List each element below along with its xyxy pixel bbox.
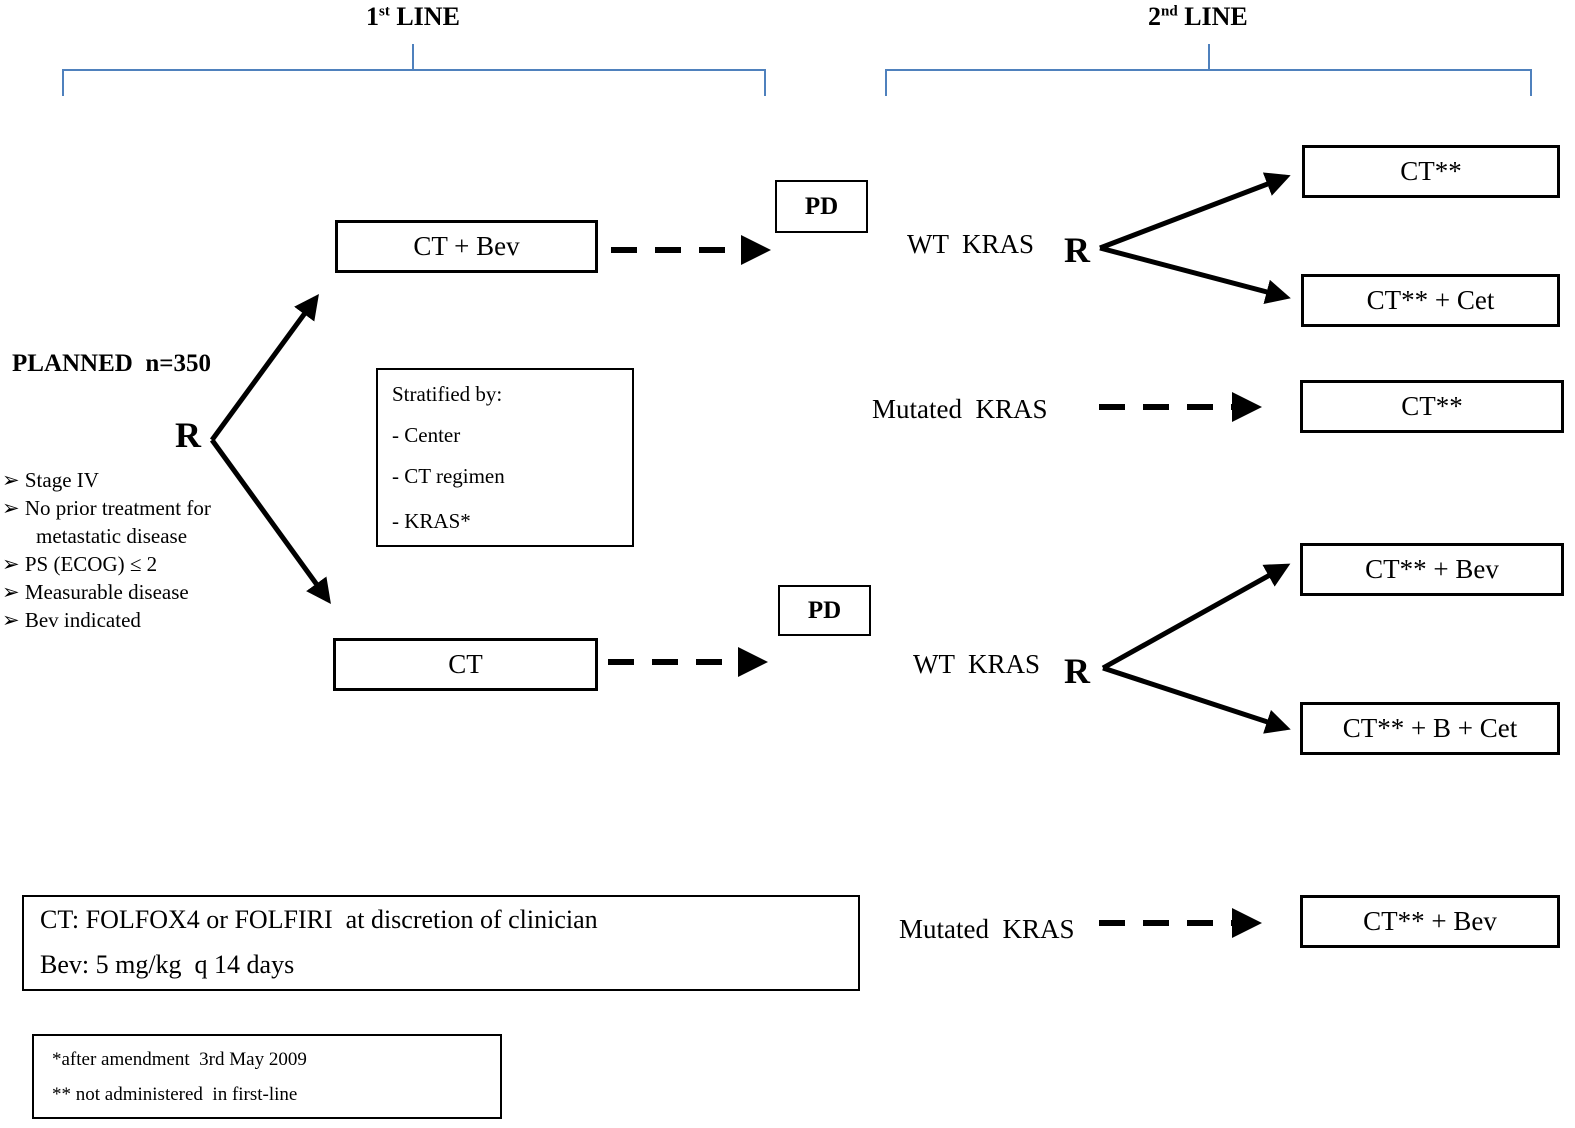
wt-kras-label-lower: WT KRAS <box>913 649 1041 679</box>
pd-box-upper: PD <box>775 180 868 233</box>
arrow-upper-r-ct-cet <box>1099 245 1291 304</box>
arm-lower-ct-bev: CT** + Bev <box>1300 543 1564 596</box>
mutated-kras-label-upper: Mutated KRAS <box>872 394 1048 424</box>
bullet-arrow-icon: ➢ <box>2 468 25 492</box>
stratification-title: Stratified by: <box>392 382 503 406</box>
stratification-item: - Center <box>392 423 461 447</box>
bullet-arrow-icon: ➢ <box>2 580 25 604</box>
arrow-lower-r-ct-bev <box>1101 563 1291 671</box>
footnote-not-administered: ** not administered in first-line <box>52 1084 298 1105</box>
arrow-to-ct <box>209 438 331 605</box>
bullet-arrow-icon: ➢ <box>2 496 25 520</box>
second-line-header: 2nd LINE <box>1148 2 1248 31</box>
randomization-mark-upper: R <box>1064 230 1090 270</box>
eligibility-item: ➢ Bev indicated <box>2 608 141 632</box>
arm-upper-mutated-ct: CT** <box>1300 380 1564 433</box>
arm-ct-bev: CT + Bev <box>335 220 598 273</box>
planned-sample-size: PLANNED n=350 <box>12 350 211 377</box>
eligibility-item: ➢ Measurable disease <box>2 580 189 604</box>
randomization-mark-lower: R <box>1064 651 1090 691</box>
eligibility-item: ➢ PS (ECOG) ≤ 2 <box>2 552 158 576</box>
footnotes-box: *after amendment 3rd May 2009 ** not adm… <box>32 1034 502 1119</box>
randomization-mark-first: R <box>175 415 201 455</box>
wt-kras-label-upper: WT KRAS <box>907 229 1035 259</box>
footnote-amendment: *after amendment 3rd May 2009 <box>52 1049 307 1070</box>
arm-ct: CT <box>333 638 598 691</box>
arrow-upper-r-ct <box>1099 172 1291 251</box>
abbreviation-legend: CT: FOLFOX4 or FOLFIRI at discretion of … <box>22 895 860 991</box>
eligibility-item: ➢ No prior treatment for <box>2 496 211 520</box>
arm-upper-ct-cet: CT** + Cet <box>1301 274 1560 327</box>
eligibility-list: ➢ Stage IV ➢ No prior treatment for meta… <box>2 466 252 634</box>
eligibility-item-continued: metastatic disease <box>36 524 188 548</box>
mutated-kras-label-lower: Mutated KRAS <box>899 914 1075 944</box>
arrow-lower-r-ct-b-cet <box>1102 665 1291 734</box>
stratification-item: - CT regimen <box>392 464 505 488</box>
first-line-header: 1st LINE <box>366 2 460 31</box>
arm-lower-ct-b-cet: CT** + B + Cet <box>1300 702 1560 755</box>
pd-box-lower: PD <box>778 585 871 636</box>
legend-bev: Bev: 5 mg/kg q 14 days <box>40 950 295 979</box>
eligibility-item: ➢ Stage IV <box>2 468 99 492</box>
arm-lower-mutated-ct-bev: CT** + Bev <box>1300 895 1560 948</box>
arrow-to-ct-bev <box>209 293 319 442</box>
bullet-arrow-icon: ➢ <box>2 552 25 576</box>
arm-upper-ct: CT** <box>1302 145 1560 198</box>
second-line-bracket <box>885 44 1532 96</box>
first-line-bracket <box>62 44 766 96</box>
legend-ct: CT: FOLFOX4 or FOLFIRI at discretion of … <box>40 905 598 934</box>
bullet-arrow-icon: ➢ <box>2 608 25 632</box>
stratification-item: - KRAS* <box>392 509 471 533</box>
stratification-box: Stratified by: - Center - CT regimen - K… <box>376 368 634 547</box>
